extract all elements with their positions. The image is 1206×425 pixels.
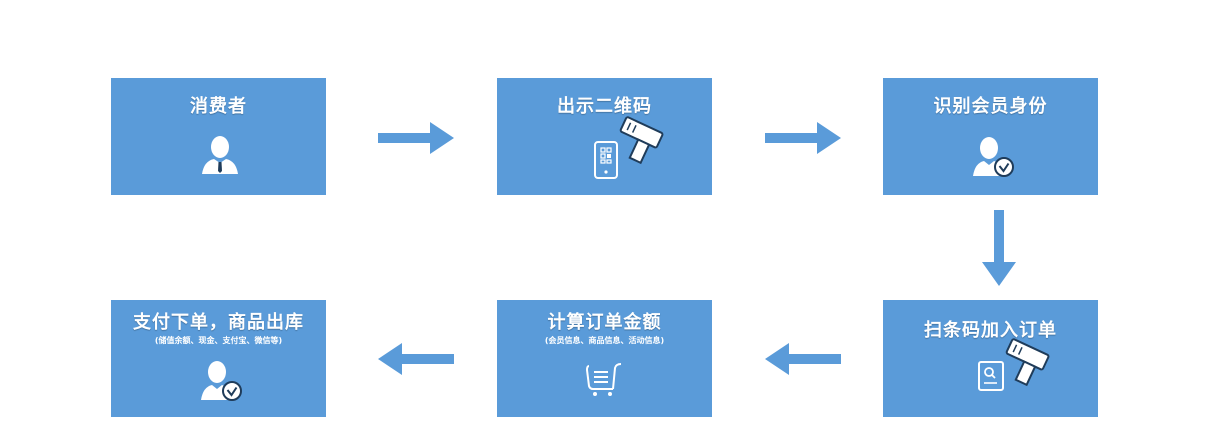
arrow-left-2 <box>378 343 454 375</box>
member-verified-icon <box>973 137 1014 177</box>
step-title: 支付下单，商品出库 <box>133 312 304 333</box>
arrow-right-2 <box>765 122 841 154</box>
phone-qr-scanner-icon <box>594 116 664 179</box>
step-consumer: 消费者 <box>111 78 326 195</box>
step-title: 出示二维码 <box>557 96 652 117</box>
product-scanner-icon <box>978 338 1050 391</box>
step-calculate-amount: 计算订单金额 (会员信息、商品信息、活动信息) <box>497 300 712 417</box>
step-title: 消费者 <box>190 96 247 117</box>
step-subtitle: (储值余额、现金、支付宝、微信等) <box>154 336 283 345</box>
step-title: 识别会员身份 <box>933 96 1048 117</box>
arrow-down <box>982 210 1016 286</box>
step-pay-and-ship: 支付下单，商品出库 (储值余额、现金、支付宝、微信等) <box>111 300 326 417</box>
step-show-qrcode: 出示二维码 <box>497 78 712 195</box>
person-icon <box>202 136 238 174</box>
step-title: 计算订单金额 <box>547 312 662 333</box>
member-verified-icon <box>201 361 242 401</box>
cart-icon <box>585 363 622 396</box>
step-subtitle: (会员信息、商品信息、活动信息) <box>544 336 665 345</box>
step-identify-member: 识别会员身份 <box>883 78 1098 195</box>
step-title: 扫条码加入订单 <box>924 320 1057 341</box>
arrow-right-1 <box>378 122 454 154</box>
step-scan-barcode: 扫条码加入订单 <box>883 300 1098 417</box>
arrow-left-1 <box>765 343 841 375</box>
